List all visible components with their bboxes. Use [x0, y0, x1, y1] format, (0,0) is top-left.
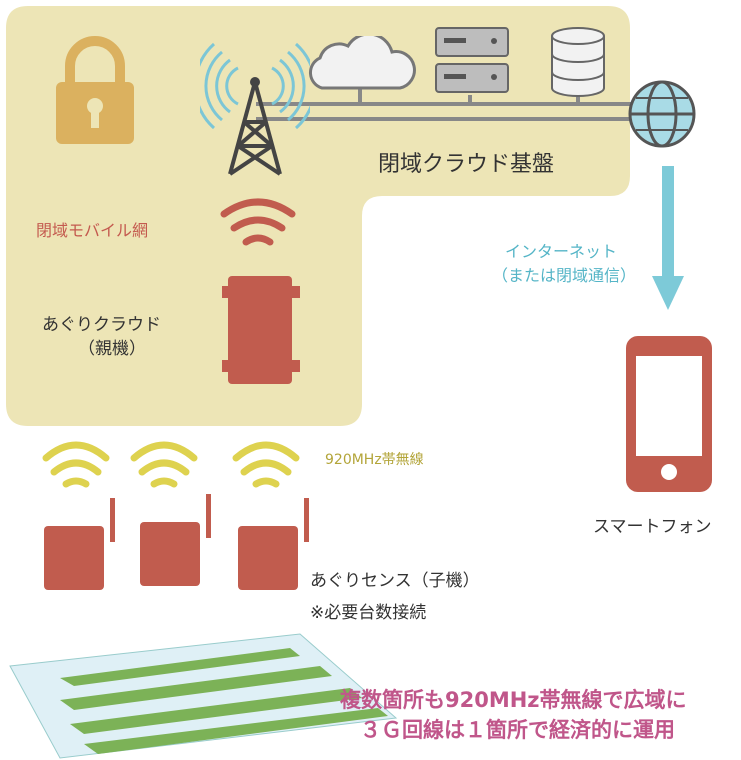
sensor-label: あぐりセンス（子機）	[310, 571, 480, 591]
parent-device-icon	[222, 276, 300, 384]
internet-label-2: （または閉域通信）	[491, 266, 636, 285]
smartphone-label: スマートフォン	[593, 517, 712, 537]
internet-label-1: インターネット	[504, 242, 617, 261]
arrow-down-icon	[652, 166, 684, 310]
closed-mobile-label: 閉域モバイル網	[36, 221, 149, 240]
globe-icon	[628, 80, 696, 148]
server-icon	[435, 27, 509, 93]
field-icon	[9, 633, 398, 759]
closed-cloud-label: 閉域クラウド基盤	[378, 152, 555, 177]
wifi-signal-icon	[220, 198, 296, 246]
sensor-group	[42, 441, 309, 590]
parent-label-1: あぐりクラウド	[42, 315, 161, 335]
parent-label-2: （親機）	[78, 339, 146, 359]
antenna-tower-icon	[200, 42, 310, 176]
radio-label: 920MHz帯無線	[325, 452, 424, 468]
note-label: ※必要台数接続	[310, 603, 427, 623]
smartphone-icon	[626, 336, 712, 492]
lock-icon	[56, 36, 134, 144]
bottom-line-2: ３Ｇ回線は１箇所で経済的に運用	[360, 718, 675, 742]
cloud-icon	[309, 36, 416, 90]
database-icon	[551, 27, 605, 97]
bottom-line-1: 複数箇所も920MHz帯無線で広域に	[340, 688, 687, 712]
